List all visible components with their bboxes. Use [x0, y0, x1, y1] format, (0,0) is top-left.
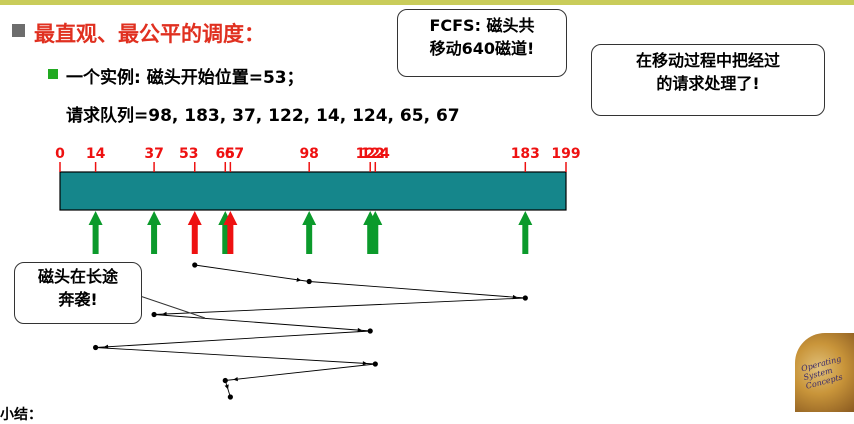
- callout-fcfs-line2: 移动640磁道!: [429, 39, 535, 58]
- tick-label-124: 124: [361, 146, 390, 162]
- tick-label-14: 14: [86, 146, 106, 162]
- fcfs-path-arrowhead: [357, 327, 363, 333]
- callout-right-line2: 的请求处理了!: [656, 74, 760, 93]
- callout-fcfs: FCFS: 磁头共 移动640磁道!: [397, 9, 567, 77]
- track-arrow-67: [227, 224, 234, 254]
- fcfs-path-point: [227, 394, 233, 400]
- fcfs-path-arrowhead: [362, 361, 368, 366]
- track-arrow-124: [372, 224, 379, 254]
- tick-label-65: 65: [216, 146, 235, 162]
- fcfs-path-segment: [194, 264, 310, 282]
- fcfs-path-segment: [154, 297, 526, 315]
- fcfs-path-segment: [95, 330, 371, 348]
- bottom-cut-text: 小结：: [0, 407, 42, 423]
- track-arrow-head-14: [88, 211, 103, 225]
- request-queue-line: 请求队列=98, 183, 37, 122, 14, 124, 65, 67: [66, 106, 460, 126]
- callout-right-line1: 在移动过程中把经过: [635, 51, 780, 70]
- tick-label-53: 53: [179, 146, 198, 162]
- fcfs-path-segment: [95, 347, 376, 365]
- track-arrow-122: [367, 224, 374, 254]
- track-bar: [59, 171, 567, 211]
- callout-process-en-route: 在移动过程中把经过 的请求处理了!: [591, 44, 825, 116]
- example-line: 一个实例: 磁头开始位置=53；: [66, 68, 304, 88]
- track-arrow-head-183: [518, 211, 533, 225]
- callout-pointer: [139, 295, 206, 319]
- track-arrow-head-67: [223, 211, 238, 225]
- fcfs-path-segment: [154, 314, 371, 332]
- track-arrow-53: [191, 224, 198, 254]
- tick-label-67: 67: [225, 146, 244, 162]
- track-arrow-98: [306, 224, 313, 254]
- tick-label-183: 183: [511, 146, 540, 162]
- fcfs-path-arrowhead: [233, 376, 238, 382]
- track-arrow-head-98: [302, 211, 317, 225]
- callout-fcfs-line1: FCFS: 磁头共: [429, 16, 535, 35]
- track-arrow-37: [151, 224, 158, 254]
- tick-label-122: 122: [356, 146, 385, 162]
- bullet-square-icon: [12, 24, 25, 37]
- fcfs-path-segment: [225, 363, 376, 381]
- sub-bullet-icon: [48, 69, 58, 79]
- callout-left-line2: 奔袭!: [58, 290, 98, 309]
- track-arrow-14: [92, 224, 99, 254]
- fcfs-path-arrowhead: [224, 384, 229, 390]
- track-arrow-183: [522, 224, 529, 254]
- track-arrow-head-124: [368, 211, 383, 225]
- fcfs-path-segment: [309, 281, 526, 299]
- callout-left-line1: 磁头在长途: [37, 267, 118, 286]
- tick-label-0: 0: [55, 146, 65, 162]
- tick-label-98: 98: [299, 146, 318, 162]
- fcfs-path-point: [522, 295, 528, 301]
- track-arrow-65: [222, 224, 229, 254]
- fcfs-path-arrowhead: [296, 277, 302, 282]
- track-arrow-head-53: [187, 211, 202, 225]
- track-arrow-head-37: [147, 211, 162, 225]
- tick-label-37: 37: [144, 146, 163, 162]
- tick-label-199: 199: [551, 146, 580, 162]
- fcfs-path-point: [222, 377, 228, 384]
- callout-long-trip: 磁头在长途 奔袭!: [14, 262, 142, 324]
- slide-heading: 最直观、最公平的调度：: [34, 22, 265, 46]
- fcfs-path-point: [151, 311, 157, 318]
- top-rule: [0, 0, 854, 5]
